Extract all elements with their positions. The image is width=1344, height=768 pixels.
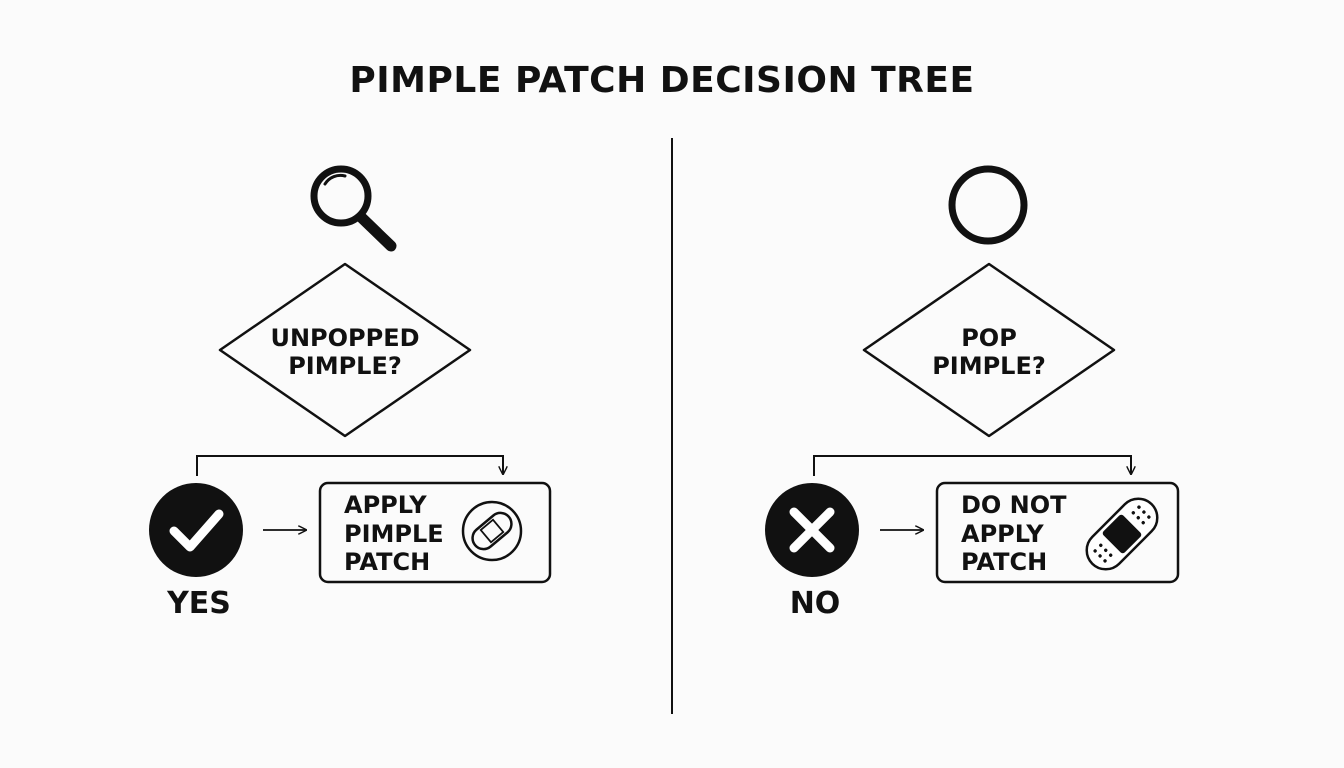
cross-icon xyxy=(765,483,859,577)
outcome-line-3: PATCH xyxy=(344,548,430,576)
question-line-2: PIMPLE? xyxy=(932,352,1046,380)
right-branch: POP PIMPLE? NO DO NOT APPLY PATCH xyxy=(765,165,1180,621)
outcome-box-apply: APPLY PIMPLE PATCH xyxy=(318,481,552,584)
question-line-1: POP xyxy=(961,324,1017,352)
question-line-2: PIMPLE? xyxy=(288,352,402,380)
question-line-1: UNPOPPED xyxy=(270,324,419,352)
round-patch-icon xyxy=(461,500,523,562)
check-icon xyxy=(149,483,243,577)
magnifier-icon xyxy=(310,165,397,252)
answer-label-yes: YES xyxy=(166,586,231,621)
branch-connector xyxy=(196,455,503,476)
outcome-line-1: APPLY xyxy=(344,491,427,519)
outcome-line-2: PIMPLE xyxy=(344,520,444,548)
outcome-line-1: DO NOT xyxy=(961,491,1067,519)
diagram-title: PIMPLE PATCH DECISION TREE xyxy=(349,60,974,101)
question-diamond-pop: POP PIMPLE? xyxy=(862,262,1116,438)
circle-icon xyxy=(948,165,1028,245)
outcome-box-do-not-apply: DO NOT APPLY PATCH xyxy=(935,481,1180,584)
bandage-icon xyxy=(1085,497,1159,571)
answer-label-no: NO xyxy=(790,586,841,621)
outcome-line-2: APPLY xyxy=(961,520,1044,548)
question-diamond-unpopped: UNPOPPED PIMPLE? xyxy=(218,262,472,438)
branch-connector xyxy=(813,455,1131,476)
left-branch: UNPOPPED PIMPLE? YES APPLY PIMPLE PATCH xyxy=(149,165,552,621)
outcome-line-3: PATCH xyxy=(961,548,1047,576)
